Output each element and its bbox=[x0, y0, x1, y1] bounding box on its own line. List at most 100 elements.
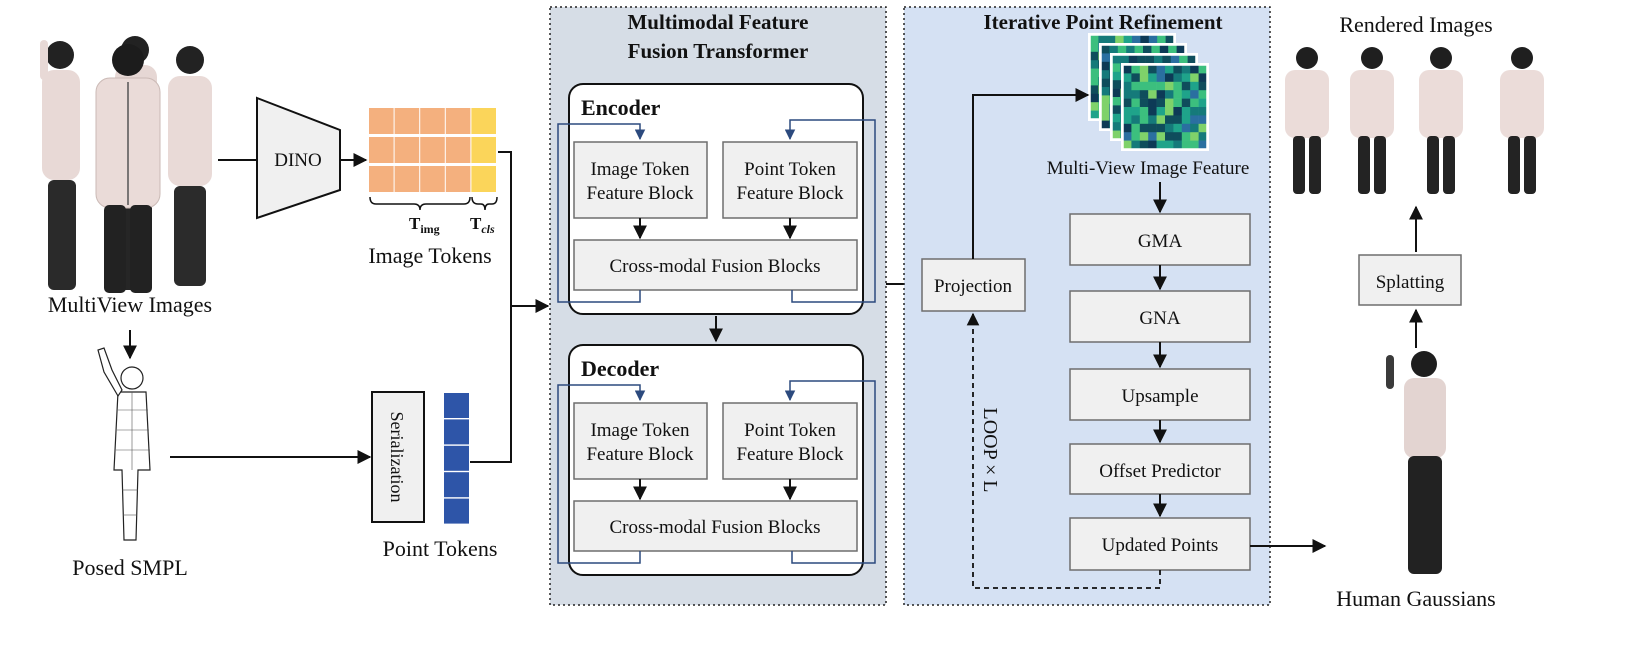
projection-label: Projection bbox=[934, 276, 1013, 297]
image-token bbox=[394, 137, 420, 163]
fusion-title-line1: Multimodal Feature bbox=[627, 10, 808, 34]
cls-token bbox=[471, 108, 496, 134]
arrow-projection-to-feature bbox=[972, 88, 1090, 259]
multiview-feature-stack bbox=[1088, 33, 1209, 151]
image-token bbox=[445, 108, 471, 134]
human-gaussians-label: Human Gaussians bbox=[1336, 586, 1495, 611]
rendered-person-figure bbox=[1500, 47, 1544, 194]
multiview-feature-label: Multi-View Image Feature bbox=[1047, 158, 1250, 179]
rendered-images bbox=[1285, 47, 1544, 194]
rendered-person-figure bbox=[1350, 47, 1394, 194]
encoder-skip-connections bbox=[557, 119, 876, 303]
encoder-cross-modal-label: Cross-modal Fusion Blocks bbox=[609, 256, 820, 277]
token-braces bbox=[369, 196, 498, 211]
decoder-cross-modal-label: Cross-modal Fusion Blocks bbox=[609, 517, 820, 538]
feature-map-layer bbox=[1121, 63, 1209, 151]
smpl-mesh-grid bbox=[116, 392, 150, 516]
encoder-cross-modal-block bbox=[573, 239, 858, 291]
decoder-point-block-line2: Feature Block bbox=[736, 444, 844, 465]
loop-label: LOOP × L bbox=[979, 408, 1001, 493]
updated-points-block: Updated Points bbox=[1069, 517, 1251, 571]
serialization-box bbox=[371, 391, 425, 523]
gna-label: GNA bbox=[1139, 308, 1180, 329]
multiview-images-label: MultiView Images bbox=[48, 292, 212, 317]
decoder-point-block-line1: Point Token bbox=[744, 420, 836, 441]
gma-label: GMA bbox=[1138, 231, 1183, 252]
serialization-label: Serialization bbox=[387, 412, 407, 503]
serialization-block: Serialization bbox=[371, 391, 425, 523]
cls-token bbox=[471, 166, 496, 192]
dino-label: DINO bbox=[274, 150, 322, 171]
decoder-title: Decoder bbox=[581, 356, 659, 381]
refinement-title: Iterative Point Refinement bbox=[983, 10, 1222, 34]
image-token bbox=[420, 137, 445, 163]
offset-predictor-block: Offset Predictor bbox=[1069, 443, 1251, 495]
t-cls-brace bbox=[471, 196, 498, 211]
point-token bbox=[444, 445, 469, 471]
merge-connector bbox=[470, 151, 550, 463]
t-cls-symbol: Tcls bbox=[470, 214, 495, 236]
gna-block: GNA bbox=[1069, 290, 1251, 343]
updated-points-label: Updated Points bbox=[1102, 535, 1219, 556]
person-figure-front bbox=[95, 44, 161, 293]
image-token bbox=[369, 137, 394, 163]
person-figure-back-left bbox=[40, 40, 80, 290]
point-token bbox=[444, 419, 469, 445]
decoder-point-token-block bbox=[722, 402, 858, 480]
image-tokens-label: Image Tokens bbox=[368, 243, 491, 268]
offset-predictor-label: Offset Predictor bbox=[1099, 461, 1221, 482]
image-token bbox=[445, 137, 471, 163]
t-img-brace bbox=[369, 196, 471, 211]
upsample-label: Upsample bbox=[1121, 386, 1198, 407]
image-token bbox=[420, 108, 445, 134]
loop-arrow bbox=[966, 312, 1161, 589]
image-token bbox=[420, 166, 445, 192]
image-tokens-grid bbox=[369, 108, 496, 192]
decoder-skip-connections bbox=[557, 380, 876, 564]
fusion-title-line2: Fusion Transformer bbox=[628, 39, 809, 63]
dino-trapezoid bbox=[256, 96, 341, 220]
image-token bbox=[394, 166, 420, 192]
gma-block: GMA bbox=[1069, 213, 1251, 266]
image-token bbox=[369, 166, 394, 192]
point-tokens-label: Point Tokens bbox=[383, 536, 498, 561]
encoder-point-block-line2: Feature Block bbox=[736, 183, 844, 204]
gna-box bbox=[1069, 290, 1251, 343]
cls-token bbox=[471, 137, 496, 163]
point-token bbox=[444, 498, 469, 524]
multiview-images: MultiView Images bbox=[40, 36, 212, 317]
upsample-box bbox=[1069, 368, 1251, 421]
image-token bbox=[369, 108, 394, 134]
decoder-block: Decoder Image Token Feature Block Point … bbox=[557, 344, 876, 576]
point-tokens-column bbox=[444, 393, 469, 524]
encoder-image-block-line2: Feature Block bbox=[586, 183, 694, 204]
smpl-mesh-figure bbox=[97, 347, 151, 541]
projection-block: Projection bbox=[921, 258, 1026, 312]
encoder-image-token-block bbox=[573, 141, 708, 219]
projection-box bbox=[921, 258, 1026, 312]
rendered-person-figure bbox=[1285, 47, 1329, 194]
dino-encoder: DINO bbox=[256, 96, 341, 220]
splatting-label: Splatting bbox=[1376, 272, 1445, 293]
encoder-title: Encoder bbox=[581, 95, 661, 120]
decoder-cross-modal-block bbox=[573, 500, 858, 552]
human-gaussians-figure bbox=[1386, 351, 1446, 574]
offset-predictor-box bbox=[1069, 443, 1251, 495]
image-token bbox=[445, 166, 471, 192]
decoder-image-token-block bbox=[573, 402, 708, 480]
person-figure-back-right bbox=[168, 46, 212, 286]
encoder-point-token-block bbox=[722, 141, 858, 219]
decoder-image-block-line2: Feature Block bbox=[586, 444, 694, 465]
encoder-point-block-line1: Point Token bbox=[744, 159, 836, 180]
point-token bbox=[444, 393, 469, 418]
point-token bbox=[444, 472, 469, 498]
encoder-image-block-line1: Image Token bbox=[590, 159, 690, 180]
encoder-block: Encoder Image Token Feature Block Point … bbox=[557, 83, 876, 315]
splatting-box bbox=[1358, 254, 1462, 306]
splatting-block: Splatting bbox=[1358, 254, 1462, 306]
posed-smpl: Posed SMPL bbox=[72, 347, 188, 580]
image-token bbox=[394, 108, 420, 134]
decoder-image-block-line1: Image Token bbox=[590, 420, 690, 441]
posed-smpl-label: Posed SMPL bbox=[72, 555, 188, 580]
